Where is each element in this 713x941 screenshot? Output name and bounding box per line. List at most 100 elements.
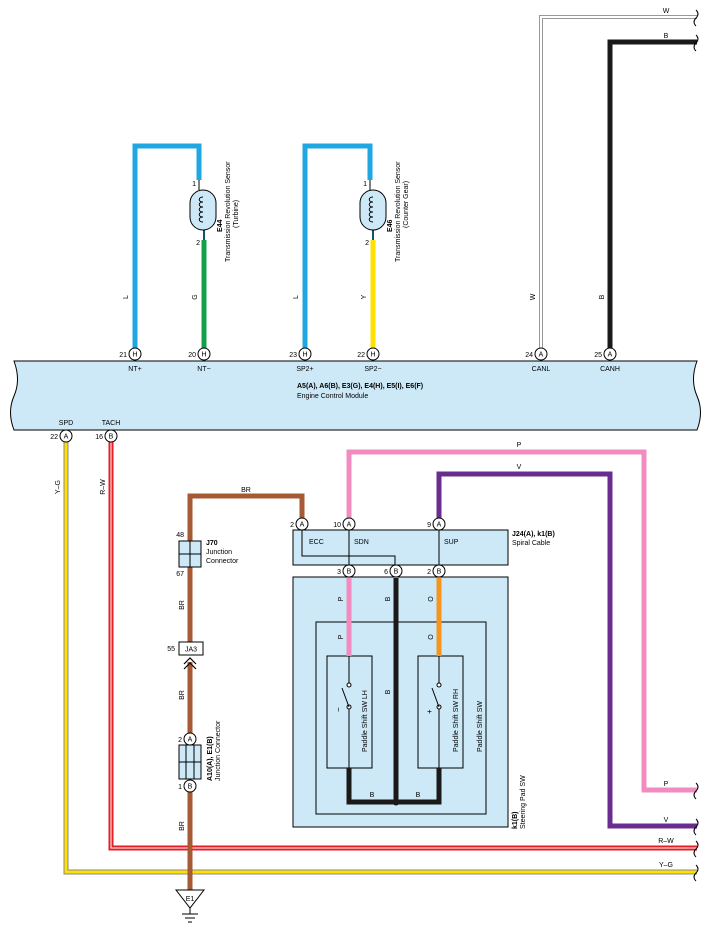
wire-label-b-rh: B [416, 792, 421, 799]
pin-sup-num: 9 [427, 522, 431, 529]
ja3-num: 55 [167, 646, 175, 653]
wire-label-b-1: B [385, 596, 392, 601]
spiral-sdn-label: SDN [354, 539, 369, 546]
wire-label-br-3: BR [179, 821, 186, 831]
wire-label-br-1: BR [179, 600, 186, 610]
e44-ref: E44 [217, 219, 224, 232]
ja3-chevron [183, 657, 197, 670]
pin-sup-conn: A [437, 522, 442, 529]
wire-ecc-br [187, 493, 305, 541]
pin-ecc-conn: A [300, 522, 305, 529]
pin-tach-num: 16 [95, 434, 103, 441]
pin-nt-minus-conn: H [201, 352, 206, 359]
pin-sp2-minus-conn: H [370, 352, 375, 359]
wire-label-yg-right: Y–G [659, 862, 673, 869]
pin-canh-num: 25 [594, 352, 602, 359]
wire-label-yg-vert: Y–G [55, 480, 62, 494]
pin-b3-num: 3 [337, 569, 341, 576]
ja3-label: JA3 [185, 647, 197, 654]
pin-b6-conn: B [394, 569, 399, 576]
wire-label-l2: L [293, 295, 300, 299]
pin-sdn-num: 10 [333, 522, 341, 529]
label-canl: CANL [532, 366, 551, 373]
sensor-e46 [359, 180, 387, 240]
wire-label-b-vert: B [599, 294, 606, 299]
steering-ref: k1(B) [512, 811, 519, 829]
pin-ecc-num: 2 [290, 522, 294, 529]
pin-nt-plus-num: 21 [119, 352, 127, 359]
wire-label-w-vert: W [530, 293, 537, 300]
wire-sdn-p [346, 449, 697, 793]
pin-canh-conn: A [608, 352, 613, 359]
wire-label-br-top: BR [241, 487, 251, 494]
wire-label-y: Y [361, 294, 368, 299]
pin-spd-num: 22 [50, 434, 58, 441]
label-canh: CANH [600, 366, 620, 373]
wire-label-v-right: V [664, 817, 669, 824]
a10-name: Junction Connector [215, 720, 222, 781]
label-spd: SPD [59, 420, 73, 427]
spiral-sup-label: SUP [444, 539, 459, 546]
wire-label-g: G [192, 294, 199, 299]
spiral-name: Spiral Cable [512, 540, 550, 547]
a10-bot-conn: B [188, 784, 193, 791]
paddle-rh-box [417, 655, 464, 769]
wire-label-b-lh: B [370, 792, 375, 799]
paddle-shift-sw-label: Paddle Shift SW [477, 701, 484, 752]
paddle-rh-sign: + [425, 709, 434, 714]
ecm-box [10, 360, 701, 431]
ground-symbol [174, 889, 206, 909]
paddle-rh-label: Paddle Shift SW RH [453, 689, 460, 752]
pin-b2-num: 2 [427, 569, 431, 576]
paddle-lh-sign: − [334, 707, 343, 712]
wire-label-p-2: P [338, 634, 345, 639]
j70-top-num: 48 [176, 532, 184, 539]
wire-canl-w [539, 15, 697, 348]
wire-e46-l [302, 143, 373, 348]
wire-label-b-2: B [385, 689, 392, 694]
label-nt-minus: NT− [197, 366, 210, 373]
wire-label-v-top: V [517, 464, 522, 471]
pin-sp2-plus-conn: H [302, 352, 307, 359]
pin-spd-conn: A [64, 434, 69, 441]
e44-pin2: 2 [196, 240, 200, 247]
label-sp2-minus: SP2− [364, 366, 381, 373]
label-tach: TACH [102, 420, 121, 427]
pin-nt-plus-conn: H [132, 352, 137, 359]
terminals [59, 347, 617, 793]
ecm-name: Engine Control Module [297, 393, 368, 400]
a10-top-num: 2 [178, 737, 182, 744]
e46-sub: (Counter Gear) [403, 181, 410, 228]
pin-sp2-minus-num: 22 [357, 352, 365, 359]
wire-label-p-1: P [338, 596, 345, 601]
a10-bot-num: 1 [178, 784, 182, 791]
e46-name: Transmission Revolution Sensor [395, 161, 402, 262]
e44-pin1: 1 [192, 181, 196, 188]
pin-tach-conn: B [109, 434, 114, 441]
e44-sub: (Turbine) [233, 200, 240, 228]
label-sp2-plus: SP2+ [296, 366, 313, 373]
wire-label-p-top: P [517, 442, 522, 449]
wire-label-rw-right: R–W [658, 838, 674, 845]
pin-b2-conn: B [437, 569, 442, 576]
e44-name: Transmission Revolution Sensor [225, 161, 232, 262]
pin-canl-num: 24 [525, 352, 533, 359]
j70-name2: Connector [206, 558, 239, 565]
j70-bottom-num: 67 [176, 571, 184, 578]
a10-top-conn: A [188, 737, 193, 744]
spiral-refs: J24(A), k1(B) [512, 531, 555, 538]
wire-label-b-top: B [664, 33, 669, 40]
spiral-cable-box [292, 529, 509, 566]
paddle-lh-label: Paddle Shift SW LH [362, 690, 369, 752]
pin-nt-minus-num: 20 [188, 352, 196, 359]
wire-label-w-top: W [663, 8, 670, 15]
e46-pin1: 1 [363, 181, 367, 188]
steering-name: Steering Pad SW [520, 775, 527, 829]
e46-ref: E46 [387, 219, 394, 232]
pin-sp2-plus-num: 23 [289, 352, 297, 359]
label-nt-plus: NT+ [128, 366, 141, 373]
wire-label-l1: L [123, 295, 130, 299]
wire-canh-b [607, 39, 697, 348]
wire-break-marks [693, 9, 699, 882]
